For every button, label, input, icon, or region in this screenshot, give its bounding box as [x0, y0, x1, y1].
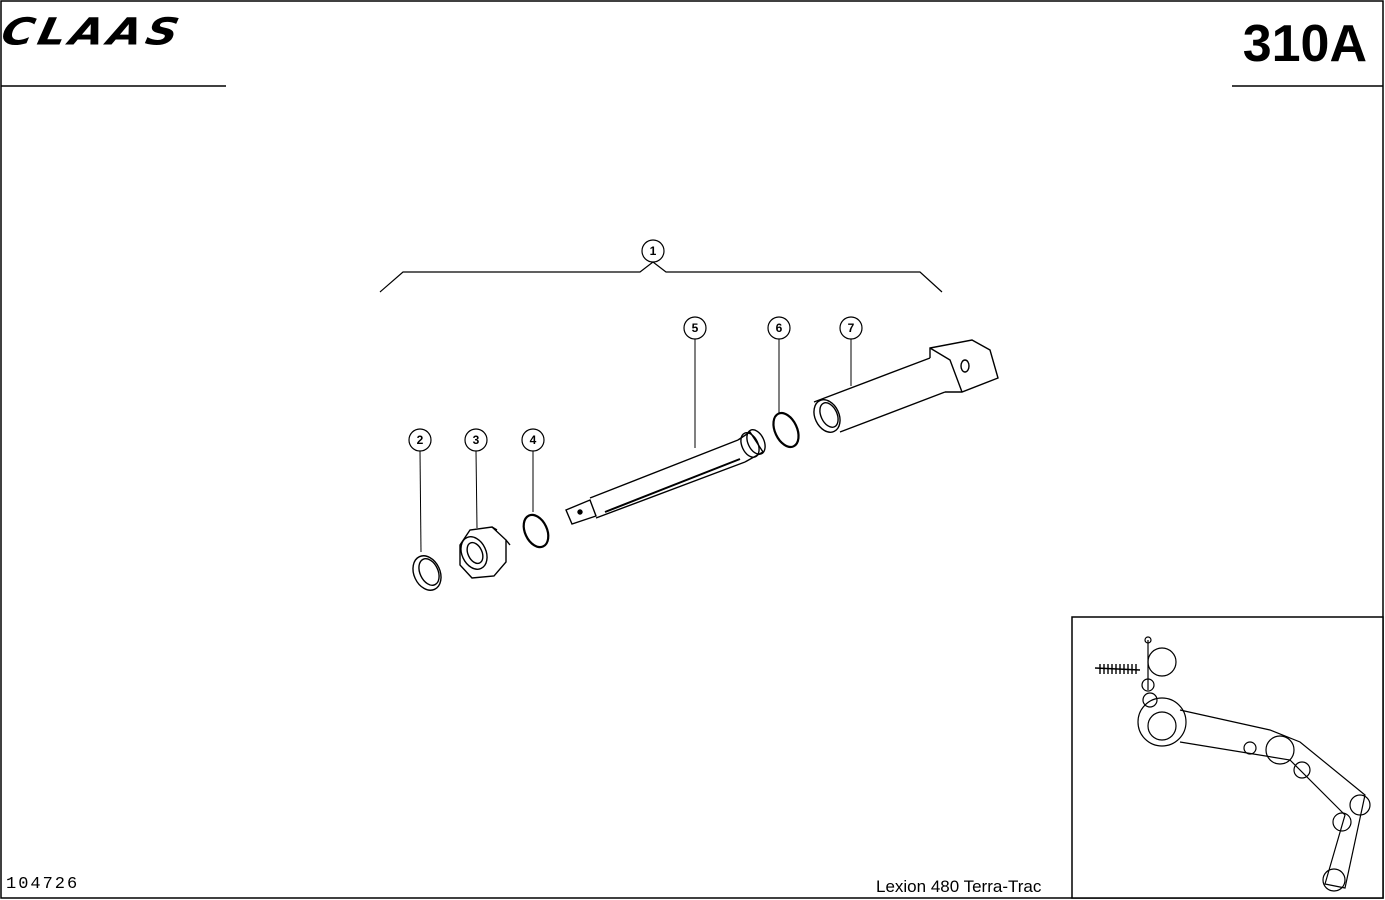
page-number: 310A [1242, 15, 1367, 73]
part-5-shaft[interactable] [565, 427, 769, 525]
part-4-o-ring[interactable] [519, 511, 553, 551]
part-6-o-ring[interactable] [768, 409, 803, 451]
callout-6[interactable]: 6 [767, 316, 791, 340]
callout-1-label: 1 [650, 244, 657, 258]
leader-3 [475, 450, 478, 529]
callout-3-label: 3 [473, 433, 480, 447]
drawing-number: 104726 [6, 875, 80, 894]
callout-5[interactable]: 5 [683, 316, 707, 340]
callout-6-label: 6 [776, 321, 783, 335]
callout-4-label: 4 [530, 433, 537, 447]
part-3-nut[interactable] [456, 526, 511, 579]
callout-1[interactable]: 1 [641, 239, 665, 263]
brand-logo: CLAAS [0, 10, 187, 54]
part-2-ring[interactable] [408, 551, 447, 595]
leader-2 [419, 450, 422, 553]
assembly-bracket [379, 261, 943, 293]
callout-4[interactable]: 4 [521, 428, 545, 452]
callout-2[interactable]: 2 [408, 428, 432, 452]
callout-7[interactable]: 7 [839, 316, 863, 340]
machine-model: Lexion 480 Terra-Trac [876, 877, 1042, 896]
callout-5-label: 5 [692, 321, 699, 335]
callout-2-label: 2 [417, 433, 424, 447]
callout-3[interactable]: 3 [464, 428, 488, 452]
callout-7-label: 7 [848, 321, 855, 335]
part-7-sleeve[interactable] [809, 339, 999, 436]
locator-inset [1071, 616, 1384, 899]
